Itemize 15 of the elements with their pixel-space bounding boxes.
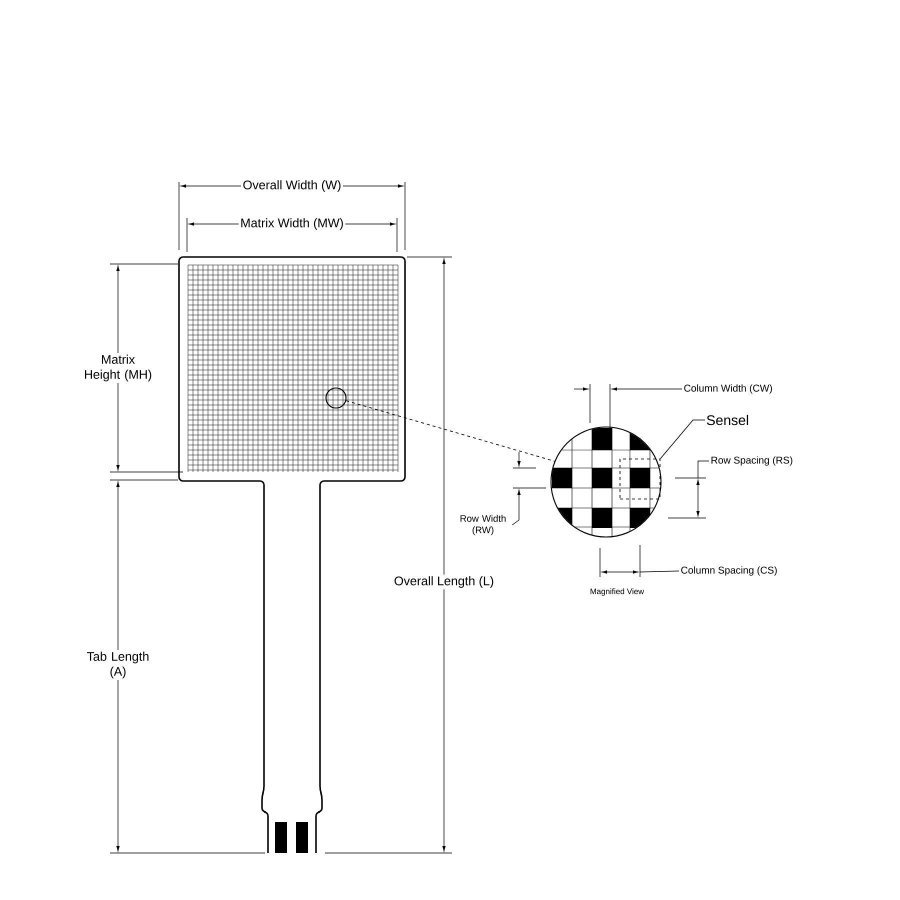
dimension-label: Row Width (RW) [460, 514, 506, 536]
dimension-label: Tab Length (A) [87, 652, 148, 678]
sensel-box [620, 458, 660, 500]
view-caption: Magnified View [590, 588, 644, 596]
dimension-label: Column Spacing (CS) [681, 566, 777, 576]
dimension-label: Matrix Height (MH) [85, 354, 152, 382]
magnifier-line [346, 400, 555, 462]
sensel-label: Sensel [706, 414, 748, 426]
dimension-label: Column Width (CW) [684, 384, 772, 394]
dimension-label: Matrix Width (MW) [241, 218, 343, 230]
leader-line [660, 420, 706, 459]
dimension-label: Overall Length (L) [394, 576, 494, 588]
dimension-label: Overall Width (W) [243, 180, 341, 192]
dimension-label: Row Spacing (RS) [712, 456, 792, 466]
magnifier-circle [325, 387, 347, 409]
